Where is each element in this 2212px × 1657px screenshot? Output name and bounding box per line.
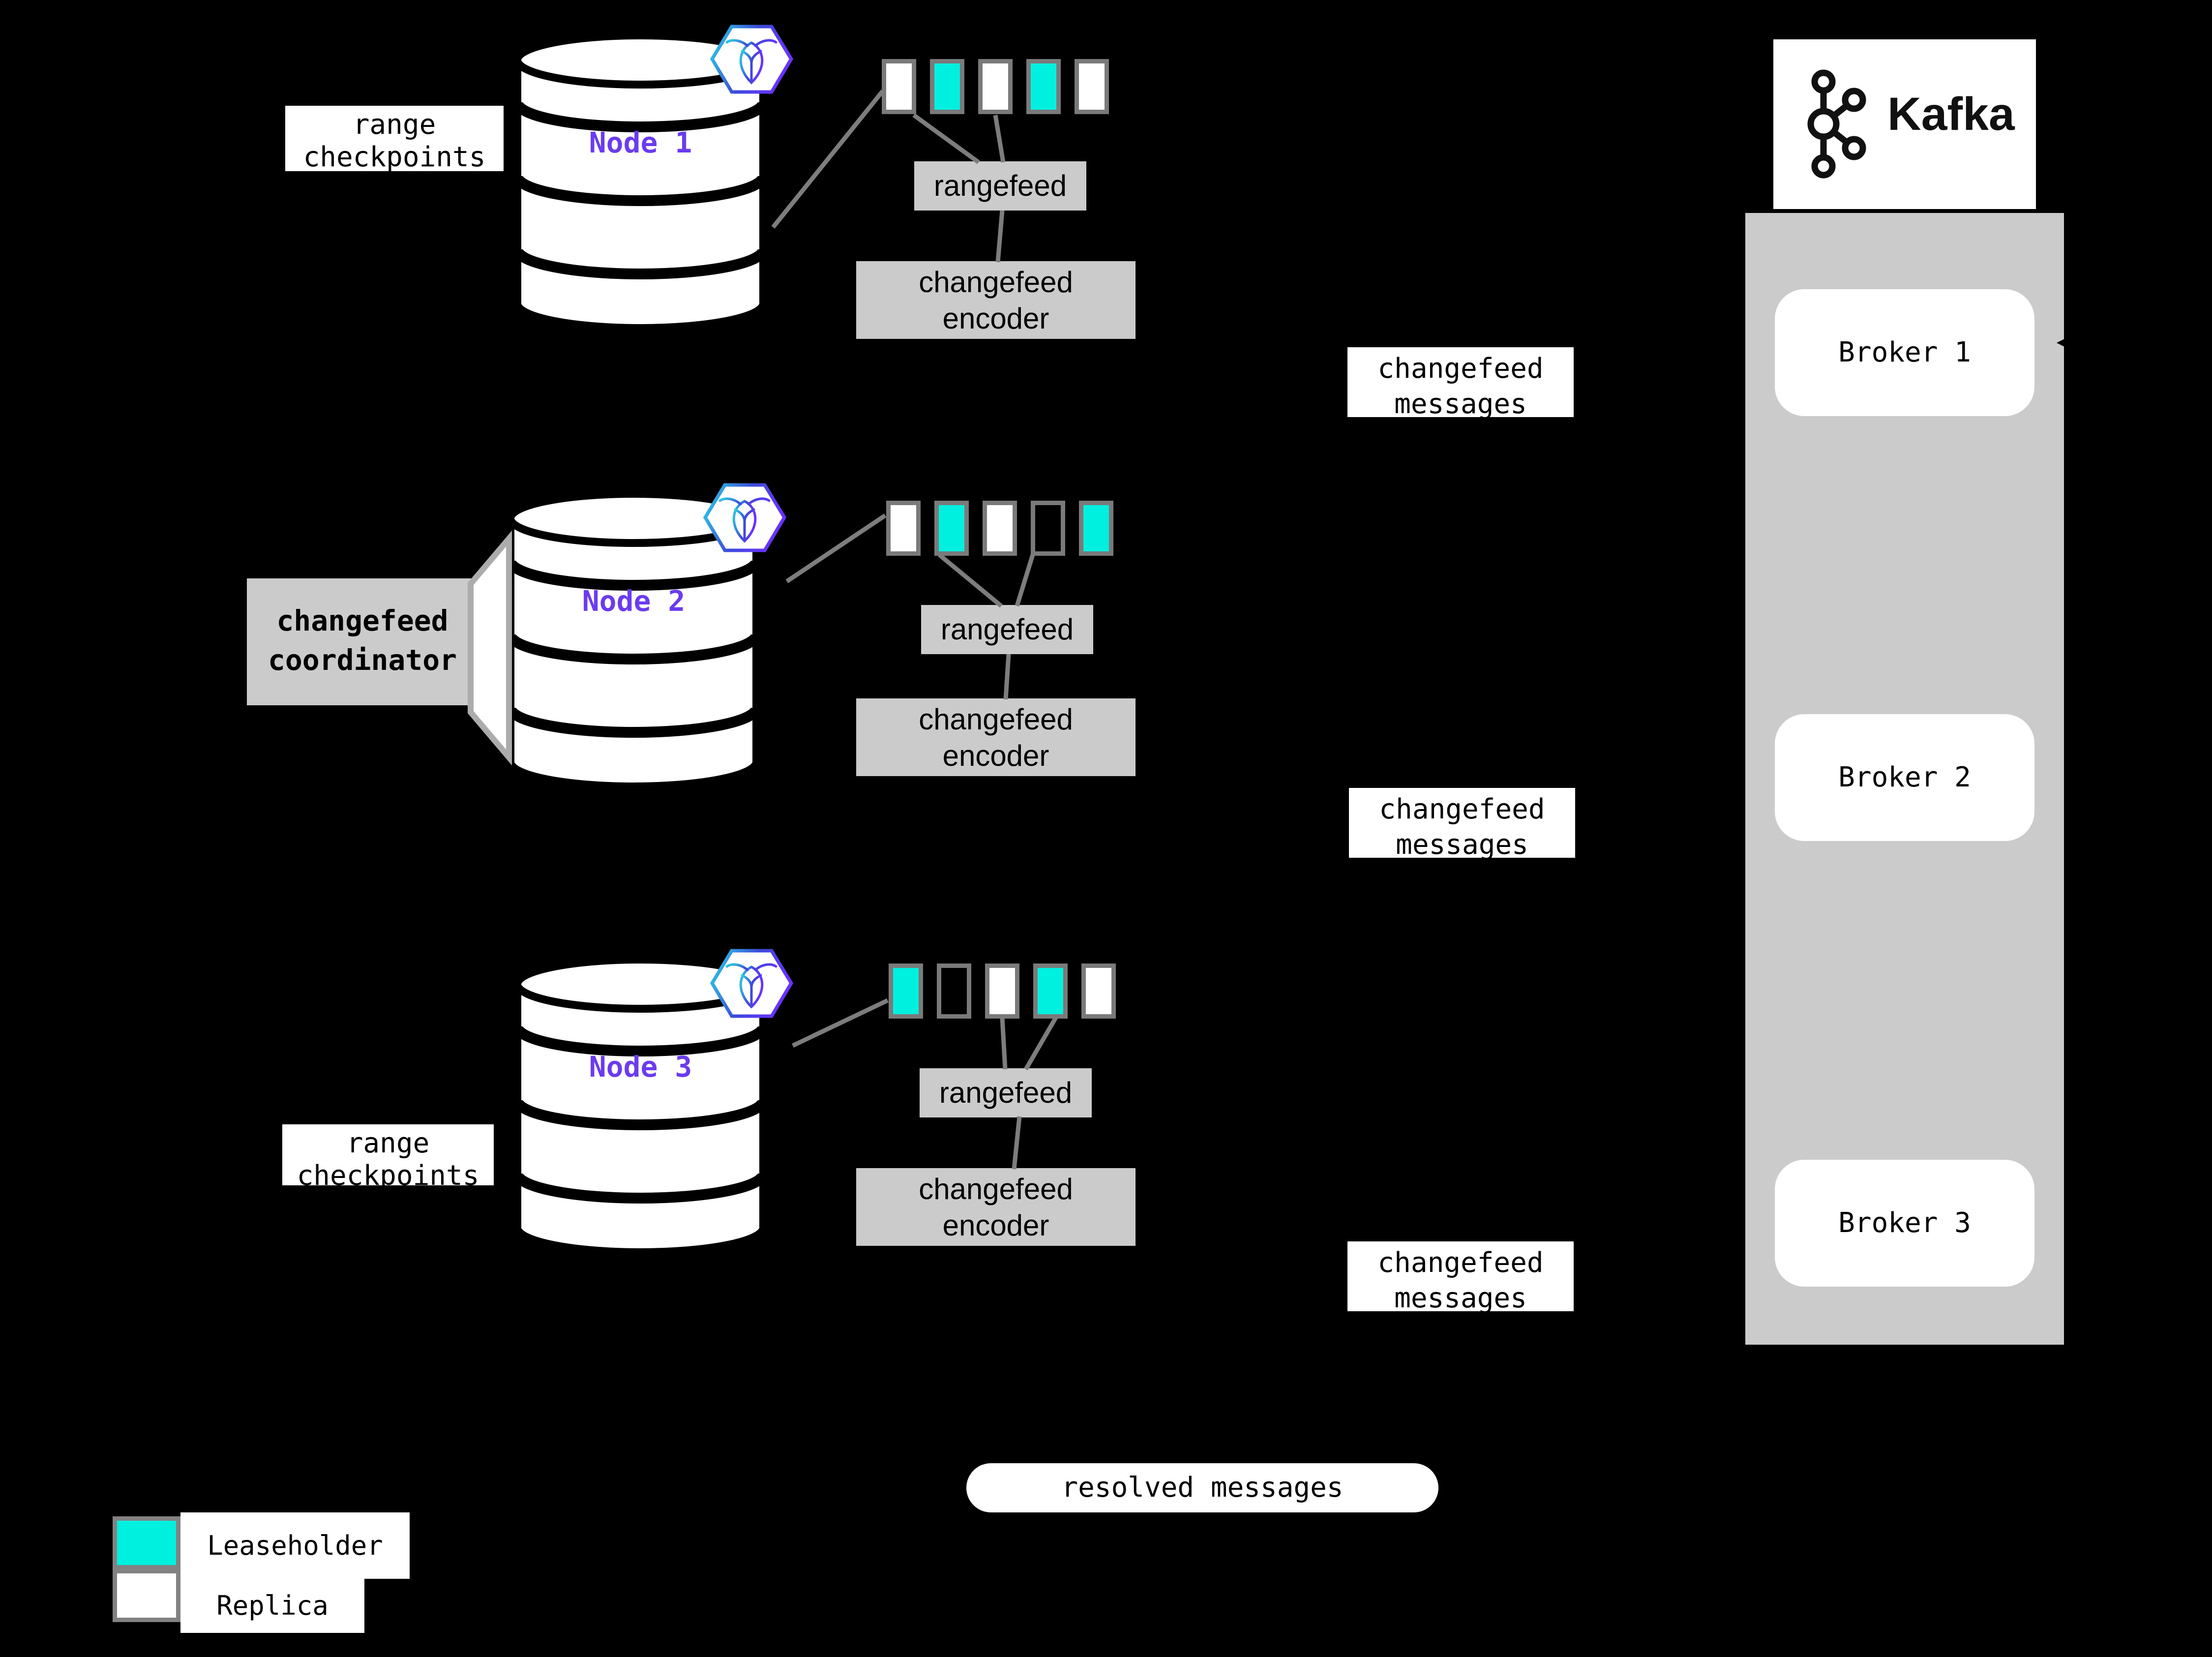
connector-line <box>792 998 889 1048</box>
encoder-line1: changefeed <box>919 1173 1073 1205</box>
database-cylinder-icon <box>505 490 762 790</box>
kafka-title: Kafka <box>1887 88 2015 140</box>
connector-line <box>938 553 1003 608</box>
range-rect <box>983 501 1017 556</box>
rangefeed-box: rangefeed <box>920 1068 1092 1117</box>
changefeed-messages-label: changefeed messages <box>1347 347 1574 420</box>
broker-box: Broker 1 <box>1775 289 2034 416</box>
range-checkpoints-line2: checkpoints <box>297 1160 479 1192</box>
node-3-ranges <box>889 964 1116 1019</box>
messages-line1: changefeed <box>1377 353 1544 385</box>
range-rect <box>937 964 971 1019</box>
messages-line1: changefeed <box>1377 1247 1544 1279</box>
kafka-broker-panel: Broker 1 Broker 2 Broker 3 <box>1745 213 2064 1345</box>
coordinator-line2: coordinator <box>268 643 457 677</box>
kafka-logo-box: Kafka <box>1773 39 2036 209</box>
changefeed-messages-label: changefeed messages <box>1347 1241 1574 1314</box>
rangefeed-box: rangefeed <box>921 605 1093 654</box>
messages-line2: messages <box>1396 829 1528 861</box>
coordinator-line1: changefeed <box>276 604 448 637</box>
node-1-group: Node 1 <box>511 25 794 355</box>
rangefeed-box: rangefeed <box>914 161 1086 211</box>
database-cylinder-icon <box>512 31 769 332</box>
range-rect <box>978 59 1013 114</box>
changefeed-encoder-box: changefeed encoder <box>856 1168 1136 1246</box>
connector-line <box>1024 1016 1058 1071</box>
connector-line <box>1012 1116 1022 1170</box>
node-label: Node 1 <box>589 126 692 159</box>
range-rect <box>985 964 1019 1019</box>
messages-line2: messages <box>1394 1282 1527 1314</box>
range-rect <box>1033 964 1068 1019</box>
range-rect <box>1079 501 1113 556</box>
node-label: Node 3 <box>589 1050 692 1084</box>
connector-line <box>993 115 1006 163</box>
range-rect <box>930 59 964 114</box>
legend-replica-label: Replica <box>180 1579 364 1633</box>
range-checkpoints-line1: range <box>346 1127 430 1159</box>
kafka-logo-icon <box>1807 69 1866 179</box>
range-checkpoints-label: range checkpoints <box>285 106 504 173</box>
legend-replica-swatch <box>113 1569 180 1622</box>
encoder-line2: encoder <box>942 739 1049 772</box>
changefeed-encoder-box: changefeed encoder <box>856 698 1136 776</box>
changefeed-messages-label: changefeed messages <box>1349 788 1575 861</box>
encoder-line2: encoder <box>942 1209 1049 1242</box>
range-checkpoints-line2: checkpoints <box>303 141 486 173</box>
connector-line <box>1003 654 1011 700</box>
broker-box: Broker 3 <box>1775 1160 2034 1287</box>
range-rect <box>1081 964 1116 1019</box>
connector-line <box>1000 1017 1008 1070</box>
changefeed-coordinator-callout: changefeed coordinator <box>247 578 478 705</box>
range-rect <box>934 501 969 556</box>
encoder-line2: encoder <box>942 302 1049 335</box>
changefeed-encoder-box: changefeed encoder <box>856 261 1136 339</box>
messages-line1: changefeed <box>1379 793 1545 825</box>
range-rect <box>1075 59 1109 114</box>
legend-leaseholder-swatch <box>113 1516 180 1569</box>
node-2-group: Node 2 <box>505 483 787 813</box>
connector-line <box>785 513 887 583</box>
range-rect <box>886 501 921 556</box>
range-rect <box>889 964 923 1019</box>
connector-line <box>995 210 1005 263</box>
resolved-messages-pill: resolved messages <box>966 1463 1438 1512</box>
broker-box: Broker 2 <box>1775 714 2034 841</box>
legend-leaseholder-label: Leaseholder <box>180 1512 410 1579</box>
connector-line <box>912 113 980 164</box>
range-checkpoints-label: range checkpoints <box>282 1124 494 1192</box>
cockroachdb-logo-icon <box>710 25 794 94</box>
range-rect <box>882 59 916 114</box>
messages-line2: messages <box>1394 388 1527 420</box>
node-1-ranges <box>882 59 1109 114</box>
range-rect <box>1026 59 1061 114</box>
range-checkpoints-line1: range <box>353 109 436 141</box>
encoder-line1: changefeed <box>919 266 1073 299</box>
connector-line <box>1015 554 1035 607</box>
encoder-line1: changefeed <box>919 703 1073 736</box>
node-2-ranges <box>886 501 1113 556</box>
cockroachdb-logo-icon <box>710 949 794 1018</box>
range-rect <box>1031 501 1065 556</box>
node-3-group: Node 3 <box>511 949 794 1279</box>
cockroachdb-logo-icon <box>703 483 787 552</box>
connector-line <box>771 90 885 229</box>
node-label: Node 2 <box>582 584 686 618</box>
